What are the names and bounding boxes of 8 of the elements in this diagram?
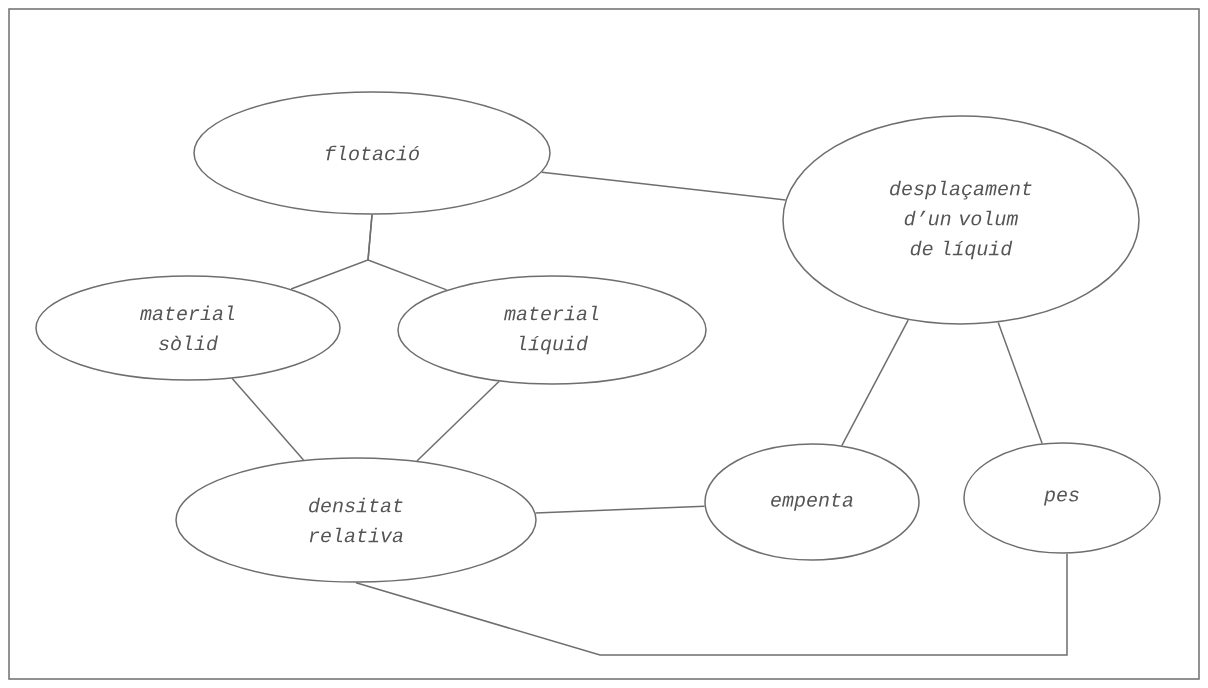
connector-line (231, 377, 305, 461)
connector-line (997, 321, 1043, 445)
connector-line (367, 214, 448, 291)
connector-line (355, 553, 1068, 656)
connector-line (541, 171, 787, 201)
connector-line (841, 319, 909, 447)
connector-line (416, 380, 500, 462)
connector-line (534, 505, 706, 514)
